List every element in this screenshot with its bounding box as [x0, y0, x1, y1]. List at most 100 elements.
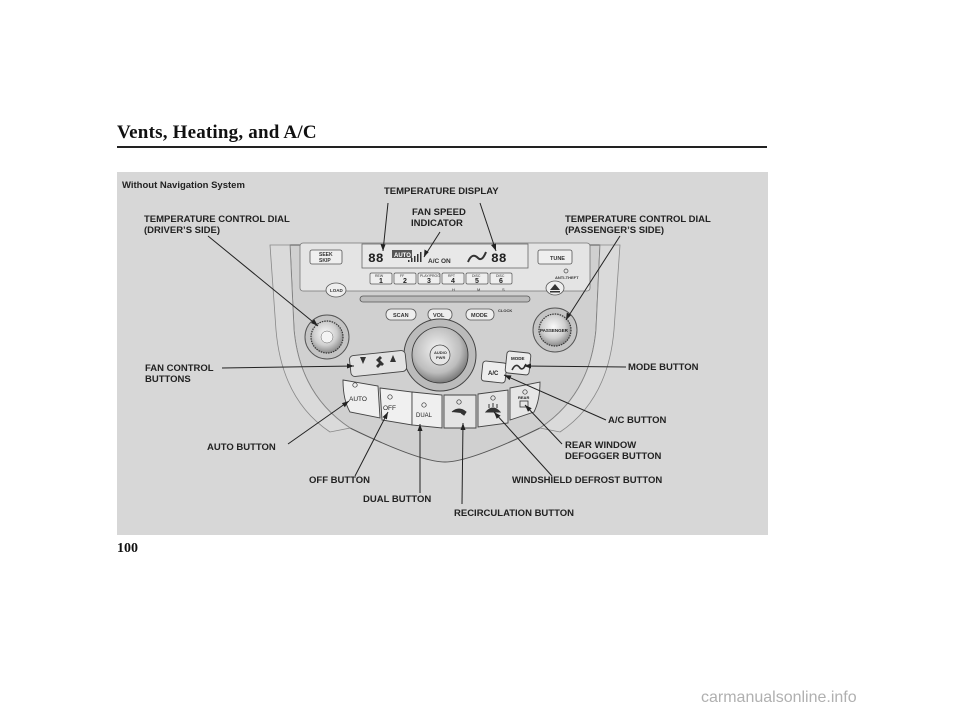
dual-button-label: DUAL: [416, 413, 433, 419]
title-rule: [117, 146, 767, 148]
callout-arrowheads: [311, 243, 572, 431]
callout-temperature-display: TEMPERATURE DISPLAY: [384, 186, 499, 197]
callout-driver-dial-line2: (DRIVER’S SIDE): [144, 225, 221, 236]
passenger-temperature-dial[interactable]: [538, 313, 572, 347]
defrost-indicator: [490, 395, 496, 401]
callout-rear-window-line2: DEFOGGER BUTTON: [565, 451, 662, 462]
off-indicator: [387, 394, 393, 400]
seek-label: SEEK: [319, 252, 333, 258]
vol-label: VOL: [433, 313, 445, 319]
preset-3-button[interactable]: [417, 272, 441, 285]
rear-indicator: [522, 389, 528, 395]
tune-button[interactable]: [537, 249, 573, 265]
display-ac-on: A/C ON: [428, 258, 451, 265]
ac-button[interactable]: [480, 360, 508, 384]
dual-indicator: [421, 402, 427, 408]
audio-label: AUDIO: [434, 350, 447, 355]
airflow-icon: [511, 363, 527, 371]
preset-2-button[interactable]: [393, 272, 417, 285]
preset-buttons: [369, 272, 513, 285]
fan-icon: [376, 356, 384, 368]
preset-1-label: 1: [379, 278, 383, 285]
radio-mode-button[interactable]: [465, 308, 495, 321]
eject-icon: [550, 284, 560, 290]
recirc-indicator: [456, 399, 462, 405]
fan-down-icon: [360, 357, 366, 364]
preset-5-label: 5: [475, 278, 479, 285]
temperature-display: [361, 243, 529, 269]
preset-3-tag: PLAY/PROG: [420, 274, 440, 278]
cd-slot: [359, 295, 531, 303]
anti-theft-label: ANTI-THEFT: [555, 275, 579, 280]
callout-fan-control-line1: FAN CONTROL: [145, 363, 214, 374]
callout-fan-speed-line2: INDICATOR: [411, 218, 463, 229]
callout-rear-window-line1: REAR WINDOW: [565, 440, 637, 451]
callout-passenger-dial-line1: TEMPERATURE CONTROL DIAL: [565, 214, 711, 225]
preset-6-button[interactable]: [489, 272, 513, 285]
callout-auto-button: AUTO BUTTON: [207, 442, 276, 453]
callout-recirculation-button: RECIRCULATION BUTTON: [454, 508, 574, 519]
preset-2-tag: FF: [400, 274, 404, 278]
fan-speed-bars-icon: [408, 252, 422, 262]
band-h-label: H: [452, 287, 455, 292]
preset-2-label: 2: [403, 278, 407, 285]
preset-3-label: 3: [427, 278, 431, 285]
skip-label: SKIP: [319, 258, 331, 264]
page-title: Vents, Heating, and A/C: [117, 122, 317, 143]
preset-4-tag: RPT: [448, 274, 456, 278]
scan-button[interactable]: [385, 308, 417, 321]
page-number: 100: [117, 541, 138, 556]
preset-1-tag: REW: [375, 274, 384, 278]
rear-defogger-icon: [519, 400, 529, 408]
pwr-label: PWR: [436, 355, 445, 360]
driver-dial-cap: [320, 330, 334, 344]
preset-1-button[interactable]: [369, 272, 393, 285]
radio-mode-label: MODE: [471, 313, 488, 319]
watermark: carmanualsonline.info: [701, 689, 857, 706]
callout-ac-button: A/C BUTTON: [608, 415, 667, 426]
scan-label: SCAN: [393, 313, 409, 319]
ac-button-label: A/C: [488, 371, 499, 377]
seek-skip-button[interactable]: [309, 249, 343, 265]
eject-bar-icon: [550, 291, 560, 293]
auto-indicator: [352, 382, 358, 388]
callout-off-button: OFF BUTTON: [309, 475, 371, 486]
load-label: LOAD: [330, 288, 343, 293]
dual-button[interactable]: [411, 391, 443, 429]
audio-power-button[interactable]: [429, 344, 451, 366]
tune-label: TUNE: [550, 256, 565, 262]
band-m-label: M: [477, 287, 480, 292]
display-auto-text: AUTO: [394, 253, 411, 259]
callout-dual-button: DUAL BUTTON: [363, 494, 432, 505]
callout-driver-dial-line1: TEMPERATURE CONTROL DIAL: [144, 214, 290, 225]
airflow-mode-icon: [467, 251, 487, 263]
mode-button[interactable]: [504, 350, 532, 376]
display-temp-left: 88: [368, 251, 384, 266]
preset-5-button[interactable]: [465, 272, 489, 285]
preset-6-label: 6: [499, 278, 503, 285]
preset-6-tag: DISC: [496, 274, 505, 278]
callout-windshield-defrost: WINDSHIELD DEFROST BUTTON: [512, 475, 663, 486]
mode-button-label: MODE: [511, 356, 525, 361]
preset-4-button[interactable]: [441, 272, 465, 285]
passenger-label: PASSENGER: [540, 328, 569, 333]
windshield-defrost-icon: [484, 403, 502, 413]
callout-passenger-dial-line2: (PASSENGER’S SIDE): [565, 225, 665, 236]
off-button-label: OFF: [383, 405, 396, 412]
callout-mode-button: MODE BUTTON: [628, 362, 699, 373]
clock-label: CLOCK: [498, 308, 512, 313]
callout-fan-speed-line1: FAN SPEED: [412, 207, 466, 218]
rear-button-label: REAR: [518, 395, 529, 400]
preset-5-tag: DISC: [472, 274, 481, 278]
anti-theft-indicator: [563, 268, 569, 274]
load-button[interactable]: [325, 282, 347, 298]
preset-4-label: 4: [451, 278, 455, 285]
auto-button-label: AUTO: [349, 396, 367, 403]
fan-up-icon: [390, 355, 396, 362]
recirculation-icon: [451, 408, 467, 416]
band-s-label: S: [502, 287, 505, 292]
callout-fan-control-line2: BUTTONS: [145, 374, 191, 385]
callout-lines: [207, 202, 627, 505]
display-auto-badge: [392, 250, 412, 258]
